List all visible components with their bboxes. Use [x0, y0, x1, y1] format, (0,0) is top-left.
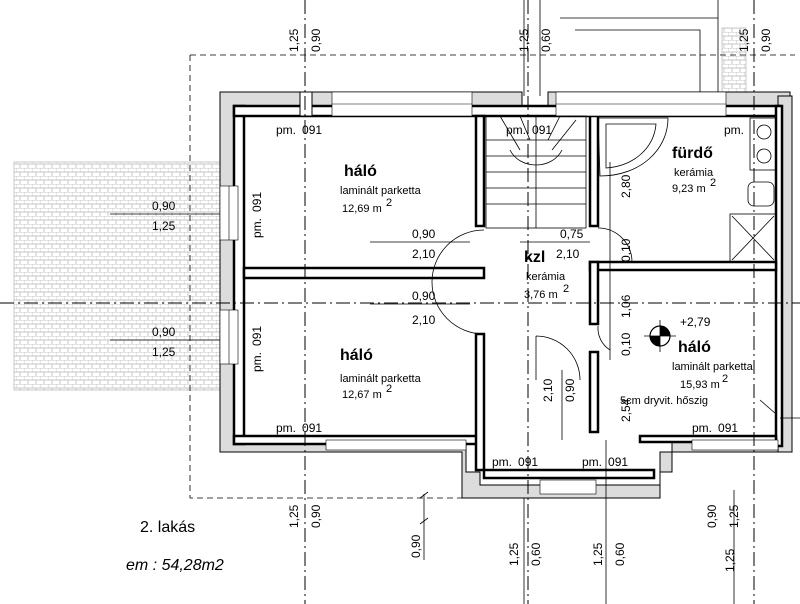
bathroom-fixtures: [597, 117, 777, 263]
svg-text:0,90: 0,90: [759, 28, 773, 52]
svg-text:1,25: 1,25: [723, 548, 737, 572]
room-area: 12,67 m: [342, 389, 382, 401]
room-halo-bottom: háló laminált parketta 12,67 m 2: [340, 347, 422, 401]
svg-text:pm.091: pm.091: [506, 123, 552, 137]
svg-text:0,90: 0,90: [152, 325, 176, 339]
room-floor: kerámia: [526, 271, 566, 283]
room-area-sup: 2: [563, 283, 569, 295]
svg-text:pm.091: pm.091: [492, 455, 538, 469]
svg-text:pm.091: pm.091: [250, 192, 264, 238]
balcony-outline: [539, 0, 719, 96]
svg-text:1,25: 1,25: [287, 28, 301, 52]
pm-labels: pm.091 pm.091 pm. pm.091 pm.091 pm.091 p…: [250, 123, 744, 469]
apartment-title: 2. lakás: [140, 519, 195, 536]
room-halo-right: háló laminált parketta 15,93 m 2: [672, 339, 754, 391]
svg-text:1,25: 1,25: [507, 542, 521, 566]
svg-text:0,60: 0,60: [613, 542, 627, 566]
room-name: kzl: [524, 249, 545, 266]
room-name: fürdő: [672, 145, 713, 162]
svg-text:2,10: 2,10: [556, 247, 580, 261]
room-area: 12,69 m: [342, 203, 382, 215]
svg-text:pm.: pm.: [724, 123, 744, 137]
room-floor: laminált parketta: [672, 361, 754, 373]
room-floor: kerámia: [674, 167, 714, 179]
svg-text:0,90: 0,90: [309, 28, 323, 52]
svg-text:0,90: 0,90: [309, 504, 323, 528]
svg-text:2,10: 2,10: [412, 247, 436, 261]
room-area-sup: 2: [386, 197, 392, 209]
svg-text:pm.091: pm.091: [276, 421, 322, 435]
balcony-paving: [721, 27, 747, 97]
svg-text:pm.091: pm.091: [276, 123, 322, 137]
dimension-labels: 0,90 1,25 0,90 1,25 0,90 2,10 0,90 2,10 …: [152, 28, 773, 572]
svg-text:0,60: 0,60: [539, 28, 553, 52]
svg-text:0,10: 0,10: [619, 332, 633, 356]
room-area: 3,76 m: [524, 289, 558, 301]
svg-text:0,90: 0,90: [152, 199, 176, 213]
apartment-area: em : 54,28m2: [126, 557, 224, 574]
svg-text:pm.091: pm.091: [582, 455, 628, 469]
boundary-line: [189, 54, 795, 499]
svg-text:1,25: 1,25: [152, 219, 176, 233]
svg-text:2,10: 2,10: [412, 313, 436, 327]
svg-text:0,90: 0,90: [563, 378, 577, 402]
room-floor: laminált parketta: [340, 373, 422, 385]
svg-text:0,10: 0,10: [619, 238, 633, 262]
insulation-note: 5cm dryvit. hőszig: [620, 395, 708, 407]
staircase: [485, 115, 587, 229]
svg-text:0,75: 0,75: [560, 227, 584, 241]
svg-text:pm.091: pm.091: [250, 326, 264, 372]
svg-text:1,25: 1,25: [152, 345, 176, 359]
svg-text:2,54: 2,54: [619, 398, 633, 422]
room-area: 15,93 m: [680, 379, 720, 391]
svg-text:0,90: 0,90: [412, 227, 436, 241]
room-kzl: kzl kerámia 3,76 m 2: [524, 249, 569, 301]
svg-text:2,10: 2,10: [541, 378, 555, 402]
svg-text:2,80: 2,80: [619, 174, 633, 198]
svg-text:1,06: 1,06: [619, 294, 633, 318]
svg-text:1,25: 1,25: [727, 504, 741, 528]
level-marker: [644, 320, 676, 352]
svg-text:1,25: 1,25: [517, 28, 531, 52]
svg-text:0,60: 0,60: [529, 542, 543, 566]
svg-text:0,90: 0,90: [409, 534, 423, 558]
windows: [219, 91, 779, 495]
svg-text:0,90: 0,90: [412, 289, 436, 303]
room-furdo: fürdő kerámia 9,23 m 2: [672, 145, 716, 195]
svg-text:1,25: 1,25: [591, 542, 605, 566]
room-name: háló: [340, 347, 373, 364]
room-name: háló: [344, 163, 377, 180]
room-area: 9,23 m: [672, 183, 706, 195]
svg-text:0,90: 0,90: [705, 504, 719, 528]
terrace-paving: [13, 161, 221, 391]
room-area-sup: 2: [710, 177, 716, 189]
room-floor: laminált parketta: [340, 185, 422, 197]
level-label: +2,79: [680, 315, 711, 329]
svg-text:1,25: 1,25: [737, 28, 751, 52]
room-area-sup: 2: [722, 373, 728, 385]
room-area-sup: 2: [386, 383, 392, 395]
door-swings: [431, 227, 633, 381]
svg-text:pm.091: pm.091: [692, 421, 738, 435]
room-name: háló: [678, 339, 711, 356]
svg-text:1,25: 1,25: [287, 504, 301, 528]
room-halo-top: háló laminált parketta 12,69 m 2: [340, 163, 422, 215]
